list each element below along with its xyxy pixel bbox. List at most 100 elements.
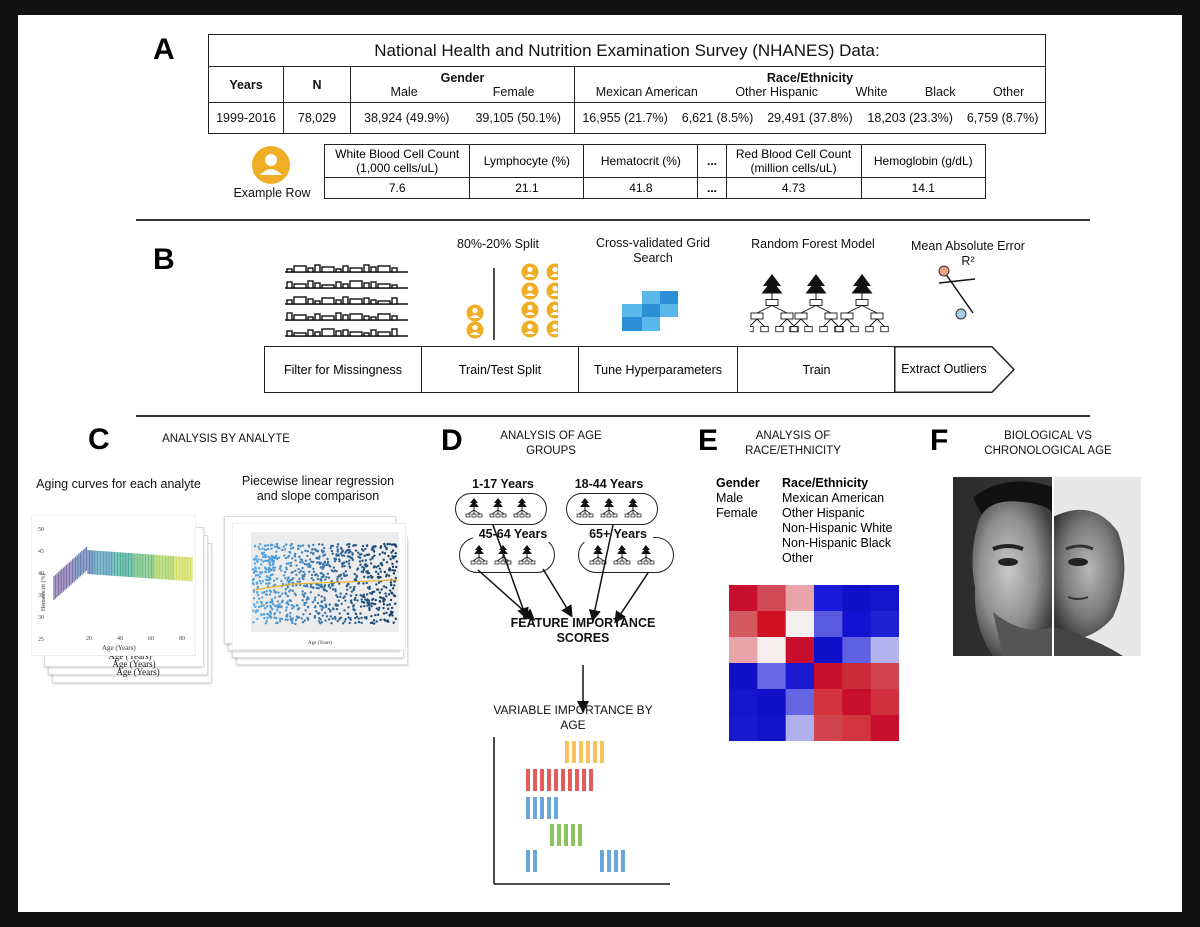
scatter-point [307,544,310,547]
scatter-point [366,571,369,575]
tree-branch [815,305,832,314]
scatter-point [314,609,318,613]
scatter-point [290,619,294,623]
scatter-point [393,584,396,587]
scatter-point [329,544,333,548]
scatter-point [256,617,259,621]
scatter-point [311,600,315,604]
scatter-point [346,588,349,591]
scatter-point [302,577,305,581]
scatter-point [316,577,320,581]
scatter-point [332,566,336,569]
data-row-cell [286,281,293,289]
ex-header-hct: Hematocrit (%) [583,144,699,178]
scatter-point [366,604,369,607]
scatter-point [260,551,264,555]
mini-tree-branch [632,509,640,515]
mini-tree-branch [645,556,653,562]
scatter-point [328,564,331,567]
scatter-point [299,561,302,564]
heatmap-cell [729,585,758,612]
scatter-point [334,617,337,621]
scatter-point [268,593,272,596]
scatter-point [340,602,343,606]
data-row-cell [321,266,335,273]
scatter-point [288,579,292,582]
scatter-point [297,544,300,547]
mini-tree-crown [493,498,503,507]
scatter-point [378,567,381,570]
scatter-point [263,616,266,620]
scatter-point [265,589,268,593]
mini-tree-crown [498,545,508,554]
heatmap-cell [870,689,899,716]
race-list-item: Non-Hispanic Black [782,536,892,550]
variable-importance-chart [493,737,670,885]
pipeline-arrowhead [894,346,1016,393]
scatter-point [297,616,301,619]
scatter-point [339,595,342,599]
data-row-cell [377,331,391,337]
scatter-point [339,573,343,576]
scatter-point [342,561,346,564]
scatter-point [277,556,281,559]
scatter-point [264,544,268,547]
grid-search-caption: Cross-validated Grid Search [596,236,710,265]
scatter-point [284,609,288,612]
scatter-point [280,569,283,572]
heatmap-cell [729,663,758,690]
example-row-label: Example Row [233,186,311,200]
mini-tree-leaf [513,513,519,518]
importance-bar [579,741,583,763]
scatter-point [297,547,300,550]
person-icon-body [550,274,558,277]
scatter-point [300,551,304,554]
scatter-point [363,604,366,608]
scatter-point [285,606,288,609]
scatter-point [270,543,273,547]
scatter-point [287,581,290,584]
tree-leaf [750,326,754,333]
scatter-point [274,621,278,625]
scatter-point [253,562,257,565]
cell-black: 18,203 (23.3%) [860,102,961,134]
scatter-point [344,599,347,602]
tree-crown [851,274,873,294]
scatter-point [313,598,316,602]
scatter-point [335,607,339,611]
mini-tree-leaf [500,560,506,565]
data-row-cell [377,283,391,289]
importance-bar [600,741,604,763]
scatter-point [354,596,357,600]
scatter-point [275,577,279,580]
scatter-point [329,547,333,550]
mini-tree-branch [473,509,481,515]
figure-canvas: A National Health and Nutrition Examinat… [18,15,1182,912]
person-icon-head [527,285,533,292]
scatter-point [351,552,354,555]
tree-branch [846,305,863,314]
data-row-cell [349,267,363,273]
scatter-point [271,602,275,606]
scatter-point [322,565,325,568]
mini-tree-leaf [637,560,643,565]
scatter-point [362,568,366,572]
scatter-point [272,562,275,565]
scatter-point [332,570,335,573]
scatter-point [303,575,306,578]
tree-branch [771,305,788,314]
train-test-split-icon [466,263,558,340]
step-extract: Extract Outliers [901,361,987,376]
scatter-point [359,612,362,615]
scatter-point [377,581,381,584]
scatter-point [378,599,381,603]
scatter-point [356,567,360,570]
mini-tree-crown [517,498,527,507]
person-icon [546,282,558,300]
scatter-point [263,607,267,610]
scatter-point [285,543,288,546]
scatter-point [382,612,386,615]
scatter-point [284,618,287,621]
scatter-point [391,614,394,617]
